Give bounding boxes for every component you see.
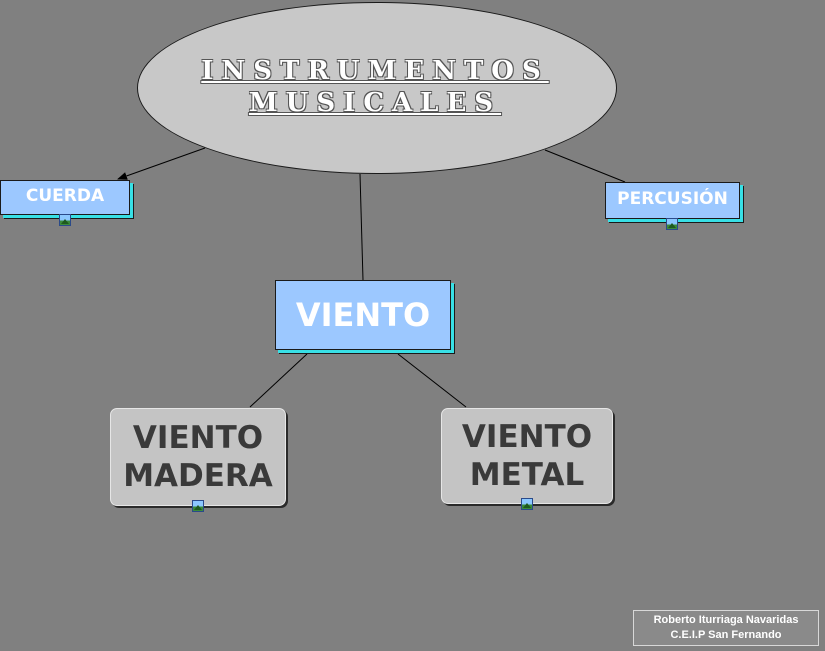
image-icon[interactable] xyxy=(192,500,204,512)
author-credit: Roberto Iturriaga Navaridas C.E.I.P San … xyxy=(633,610,819,646)
node-viento-label: VIENTO xyxy=(295,296,431,334)
node-viento-madera-line2: MADERA xyxy=(123,458,273,494)
edge-viento-madera xyxy=(249,353,308,408)
node-percusion-label: PERCUSIÓN xyxy=(617,188,728,209)
node-viento-metal[interactable]: VIENTO METAL xyxy=(441,408,613,504)
node-viento[interactable]: VIENTO xyxy=(275,280,451,350)
node-cuerda-label: CUERDA xyxy=(25,185,105,206)
node-viento-madera-line1: VIENTO xyxy=(132,420,264,456)
image-icon[interactable] xyxy=(521,498,533,510)
node-cuerda[interactable]: CUERDA xyxy=(0,180,130,215)
edge-viento-metal xyxy=(397,353,467,408)
edge-root-cuerda xyxy=(117,147,206,180)
node-viento-madera[interactable]: VIENTO MADERA xyxy=(110,408,286,506)
credit-author: Roberto Iturriaga Navaridas xyxy=(653,614,799,626)
node-percusion[interactable]: PERCUSIÓN xyxy=(605,182,740,219)
image-icon[interactable] xyxy=(666,218,678,230)
node-viento-metal-line2: METAL xyxy=(469,457,585,493)
credit-school: C.E.I.P San Fernando xyxy=(670,629,782,641)
root-title-line1: INSTRUMENTOS xyxy=(201,56,549,86)
edge-root-percusion xyxy=(544,149,626,183)
root-node-ellipse[interactable] xyxy=(137,2,617,174)
edge-root-viento xyxy=(359,173,364,281)
root-title-line2: MUSICALES xyxy=(248,88,502,118)
image-icon[interactable] xyxy=(59,214,71,226)
node-viento-metal-line1: VIENTO xyxy=(461,419,593,455)
